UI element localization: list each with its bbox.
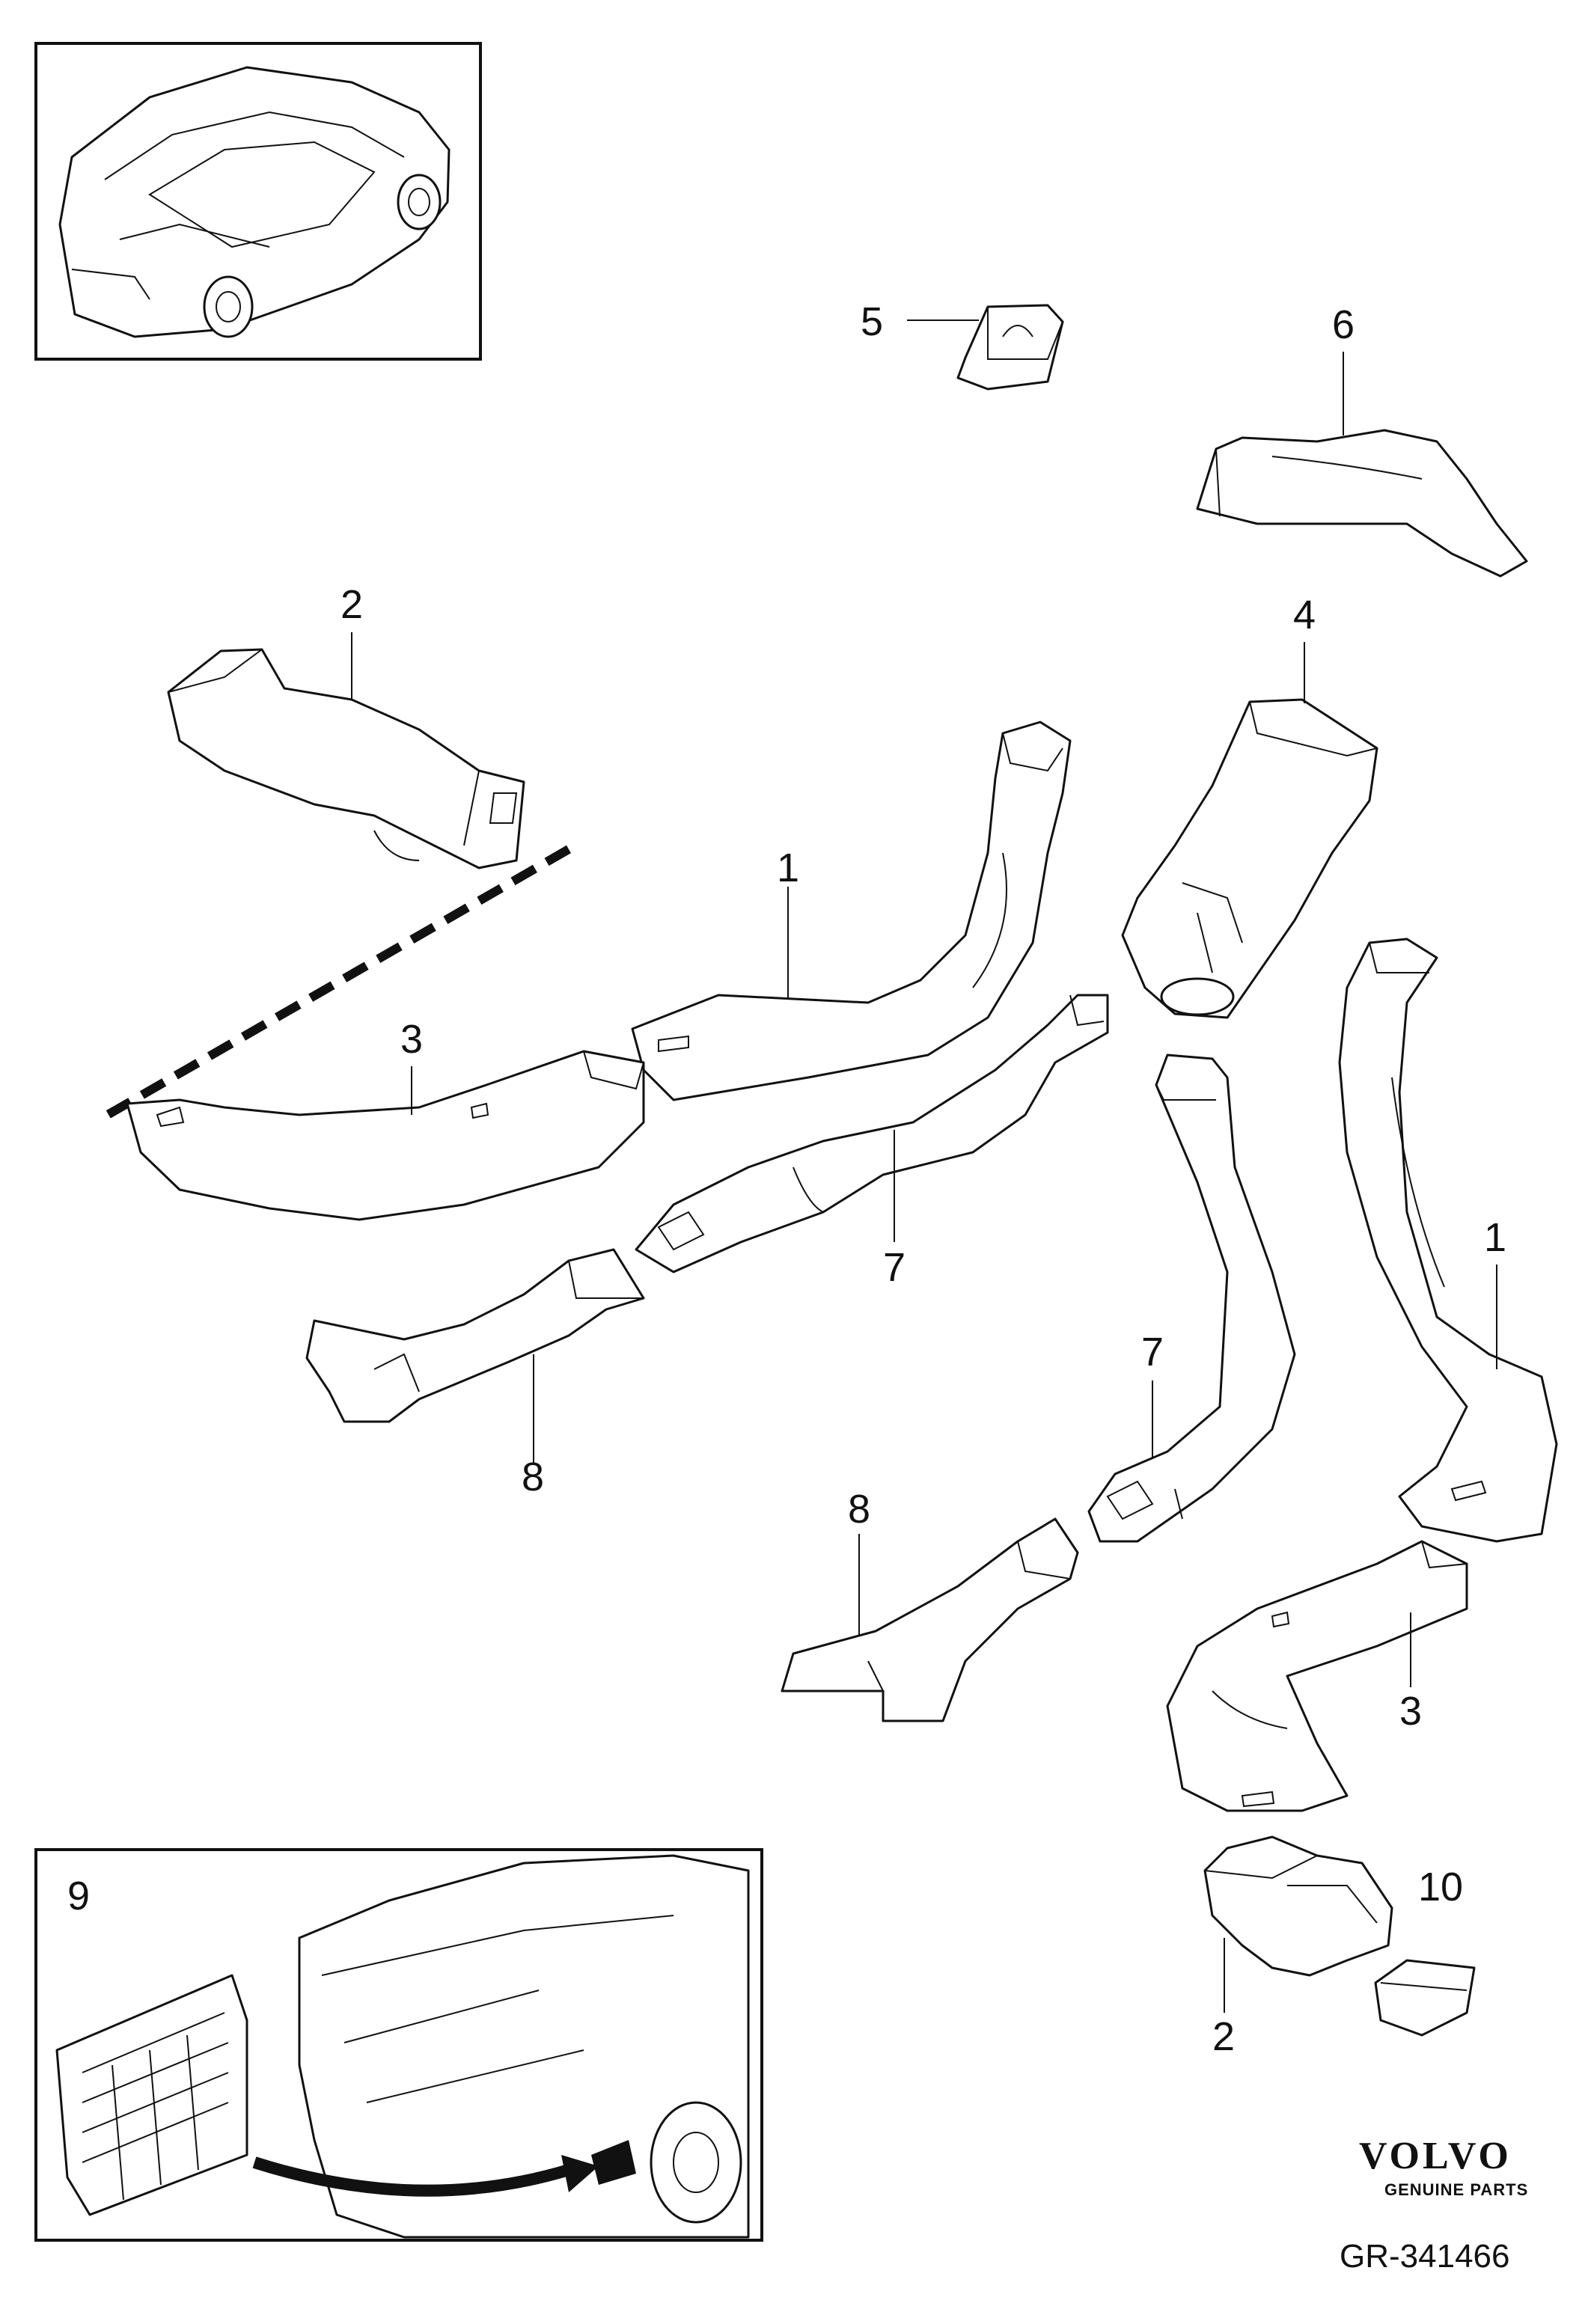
part-3-duct-right	[1166, 1540, 1468, 1812]
part-3-duct-left	[126, 1050, 645, 1221]
part-1-duct-right	[1338, 938, 1558, 1543]
callout-8-left: 8	[522, 1455, 544, 1499]
part-1-duct-upper	[631, 721, 1072, 1101]
part-8-duct-right	[781, 1517, 1079, 1722]
part-2-duct-lower	[1203, 1835, 1393, 2013]
part-4-duct	[1121, 642, 1378, 1019]
callout-2-lower: 2	[1212, 2014, 1235, 2059]
callout-7-left: 7	[883, 1245, 906, 1290]
part-2-duct-upper	[167, 632, 525, 869]
genuine-parts-tagline: GENUINE PARTS	[1384, 2180, 1528, 2199]
callout-1-upper: 1	[777, 845, 799, 890]
callout-labels: 1 1 2 2 3 3 4 5 6 7 7 8 8 9 10	[67, 299, 1506, 2059]
branding-block: VOLVO GENUINE PARTS GR-341466	[1340, 2135, 1528, 2275]
car-overview-inset	[34, 42, 482, 361]
connector-dashed-line	[99, 845, 571, 1123]
callout-10: 10	[1418, 1865, 1463, 1909]
part-6-duct	[1196, 352, 1528, 578]
part-7-duct-right	[1087, 1054, 1296, 1543]
callout-3-left: 3	[400, 1017, 423, 1062]
callout-7-right: 7	[1141, 1330, 1164, 1374]
rear-vent-inset	[34, 1848, 763, 2242]
callout-9: 9	[67, 1874, 90, 1918]
rear-bumper-vent-icon	[55, 1854, 750, 2239]
part-7-duct-left	[635, 994, 1109, 1273]
part-5-clip	[907, 304, 1064, 391]
callout-8-right: 8	[848, 1487, 870, 1532]
callout-2-upper: 2	[341, 582, 363, 627]
callout-4: 4	[1293, 593, 1316, 637]
diagram-reference: GR-341466	[1340, 2238, 1509, 2275]
callout-1-right: 1	[1484, 1215, 1506, 1260]
callout-6: 6	[1332, 302, 1355, 347]
callout-5: 5	[861, 299, 883, 344]
sedan-top-view-icon	[58, 66, 451, 338]
part-10-pad	[1374, 1959, 1476, 2037]
callout-3-right: 3	[1399, 1689, 1422, 1734]
volvo-logo: VOLVO	[1359, 2135, 1512, 2177]
part-8-duct-left	[305, 1248, 645, 1463]
